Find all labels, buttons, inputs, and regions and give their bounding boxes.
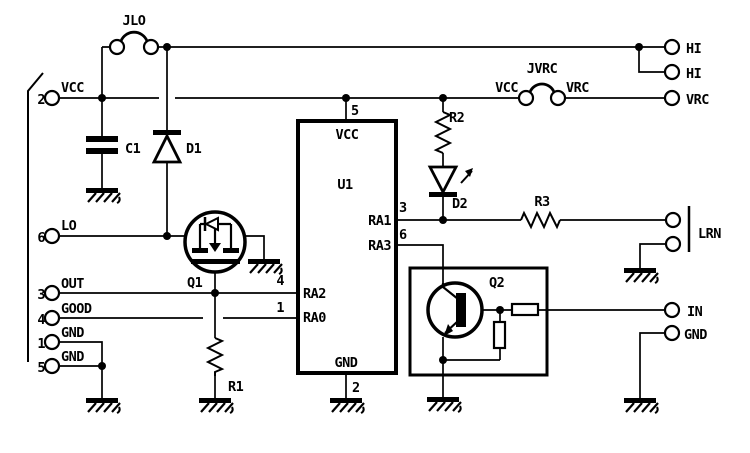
q1-label: Q1: [187, 275, 203, 291]
ground-r1: [197, 396, 235, 415]
pin-6-lo: [43, 227, 61, 245]
pin-number: 4: [37, 312, 45, 328]
q2-label: Q2: [489, 275, 504, 291]
capacitor-c1: C1: [86, 136, 141, 157]
gnd-label: GND: [684, 327, 707, 343]
terminal-vrc: [663, 89, 681, 107]
q1-arrow: [209, 243, 221, 252]
pin-number: 1: [37, 336, 45, 352]
net-label-lo: LO: [61, 218, 77, 234]
u1-pin-gnd: GND: [335, 355, 358, 371]
mosfet-q1: Q1: [183, 210, 247, 291]
u1-pin-ra3: RA3: [368, 238, 391, 254]
u1-label: U1: [337, 177, 353, 193]
terminal-in: [663, 301, 681, 319]
ground-gnd-pins: [84, 396, 122, 415]
jlo-pin-left: [108, 38, 126, 56]
pin-3-out: [43, 284, 61, 302]
u1-pin2-number: 2: [352, 380, 360, 396]
u1-pin-ra2: RA2: [303, 286, 326, 302]
pin-4-good: [43, 309, 61, 327]
r2-label: R2: [449, 110, 464, 126]
terminal-hi-bottom: [663, 63, 681, 81]
ic-u1: 5 VCC U1 RA1 3 RA3 6 RA2 4 RA0 1 GND 2: [276, 103, 407, 396]
d1-label: D1: [186, 141, 202, 157]
terminal-lrn-top: [664, 211, 682, 229]
u1-pin-ra0: RA0: [303, 310, 326, 326]
in-label: IN: [687, 304, 703, 320]
net-label-gnd1: GND: [61, 325, 84, 341]
led-arrow: [465, 168, 473, 177]
ground-q2: [425, 395, 463, 414]
led-d2: D2: [427, 165, 473, 212]
jvrc-right-net-label: VRC: [566, 80, 589, 96]
u1-pin5-number: 5: [351, 103, 359, 119]
net-label-good: GOOD: [61, 301, 92, 317]
lrn-label: LRN: [698, 226, 721, 242]
left-connector-bracket: [27, 72, 44, 362]
resistor-r1: R1: [205, 337, 244, 395]
ground-gnd-terminal: [622, 396, 660, 415]
vrc-label: VRC: [686, 92, 709, 108]
net-label-out: OUT: [61, 276, 84, 292]
u1-pin-vcc: VCC: [336, 127, 359, 143]
pin-2-vcc: [43, 89, 61, 107]
wires: [59, 46, 666, 398]
net-label-vcc: VCC: [61, 80, 84, 96]
hi-bottom-label: HI: [686, 66, 701, 82]
q2-be-resistor: [492, 320, 507, 350]
left-connector: 2 6 3 4 1 5 VCC LO OUT GOOD GND GND: [37, 80, 92, 376]
hi-top-label: HI: [686, 41, 701, 57]
pin-number: 6: [37, 230, 45, 246]
transistor-q2: Q2: [408, 266, 549, 377]
resistor-r2: R2: [433, 110, 465, 154]
right-terminals: HI HI VRC LRN IN GND: [663, 38, 722, 343]
terminal-lrn-bottom: [664, 235, 682, 253]
q2-emitter-arrow: [444, 324, 453, 336]
u1-pin4-number: 4: [276, 273, 284, 289]
r3-label: R3: [534, 194, 550, 210]
net-label-gnd5: GND: [61, 349, 84, 365]
ground-q1: [246, 257, 284, 276]
r1-label: R1: [228, 379, 244, 395]
resistor-r3: R3: [520, 194, 561, 230]
diode-d1: D1: [151, 130, 202, 164]
jvrc-pin-left: [517, 89, 535, 107]
q1-body-diode: [203, 216, 219, 232]
ground-c1: [84, 186, 122, 205]
jlo-pin-right: [142, 38, 160, 56]
ground-u1: [328, 396, 366, 415]
c1-label: C1: [125, 141, 141, 157]
terminal-gnd: [663, 324, 681, 342]
junction-dots: [98, 43, 643, 370]
pin-1-gnd: [43, 333, 61, 351]
u1-pin-ra1: RA1: [368, 213, 391, 229]
u1-pin6-number: 6: [399, 227, 407, 243]
d2-label: D2: [452, 196, 467, 212]
jlo-label: JLO: [123, 13, 146, 29]
jumper-jlo: JLO: [108, 13, 160, 56]
pin-number: 2: [37, 92, 45, 108]
pin-number: 3: [37, 287, 45, 303]
u1-pin3-number: 3: [399, 200, 407, 216]
pin-number: 5: [37, 360, 45, 376]
terminal-hi-top: [663, 38, 681, 56]
jvrc-left-net-label: VCC: [495, 80, 518, 96]
q2-base-resistor: [510, 302, 540, 317]
jumper-jvrc: JVRC VCC VRC: [495, 61, 590, 107]
jvrc-pin-right: [549, 89, 567, 107]
ground-lrn: [622, 266, 660, 285]
pin-5-gnd: [43, 357, 61, 375]
jvrc-label: JVRC: [527, 61, 558, 77]
u1-pin1-number: 1: [276, 300, 284, 316]
